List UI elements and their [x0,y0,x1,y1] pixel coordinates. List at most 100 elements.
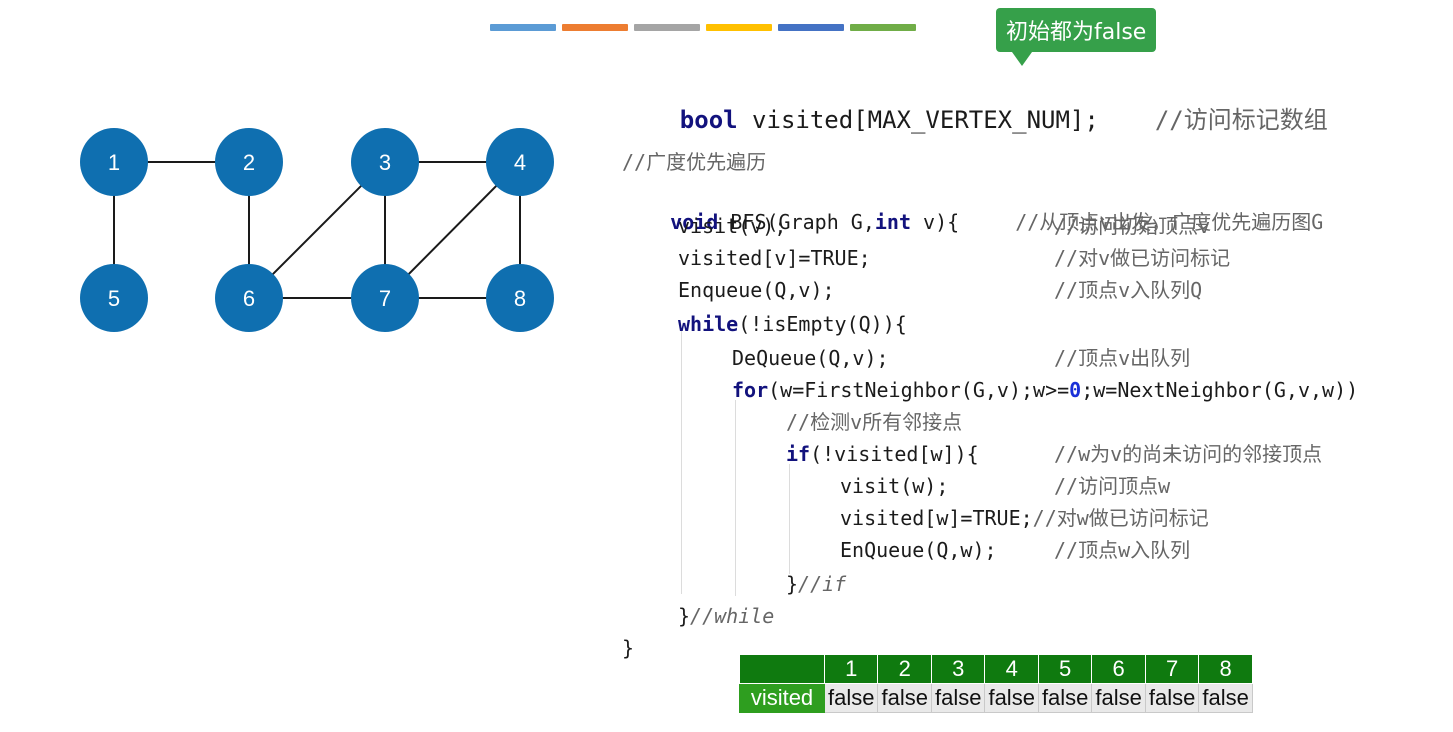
code-comment: //顶点w入队列 [1054,538,1191,562]
color-bar-segment [706,24,772,31]
visited-table-header: 1 2 3 4 5 6 7 8 [739,654,1253,684]
code-number: 0 [1069,378,1082,402]
visited-col-header: 3 [930,654,986,684]
visited-col-header: 4 [984,654,1039,684]
visited-col-header: 5 [1037,654,1093,684]
graph-diagram: 1 2 3 4 5 6 7 8 [80,128,554,332]
code-text: DeQueue(Q,v); [732,346,889,370]
code-line: //检测v所有邻接点 [786,408,962,436]
code-text: (!visited[w]){ [810,442,979,466]
graph-edges [113,161,521,299]
code-text: visited[v]=TRUE; [678,246,871,270]
code-line: visit(v); [678,212,786,240]
code-line: void BFS(Graph G,int v){ //从顶点v出发，广度优先遍历图… [622,180,1323,264]
graph-node-circle [215,264,283,332]
code-text: v){ [911,210,960,234]
color-bar-segment [778,24,844,31]
graph-node-label: 1 [108,150,120,175]
visited-row-label: visited [739,683,825,713]
graph-node-5: 5 [80,264,148,332]
code-text: } [622,636,635,660]
graph-node-label: 3 [379,150,391,175]
visited-col-header: 6 [1091,654,1146,684]
graph-node-label: 2 [243,150,255,175]
code-text: } [678,604,691,628]
visited-cell: false [823,683,879,713]
color-bar [490,24,916,31]
code-line: }//while [678,602,774,630]
code-text: EnQueue(Q,w); [840,538,997,562]
graph-node-circle [80,264,148,332]
code-comment: //从顶点v出发，广度优先遍历图G [1015,210,1324,234]
code-text: visit(v); [678,214,787,238]
code-line: DeQueue(Q,v); [732,344,889,372]
code-line-visited-decl: bool visited[MAX_VERTEX_NUM];//访问标记数组 [622,78,1328,162]
code-comment: //while [690,604,775,628]
code-text: } [786,572,799,596]
visited-cell: false [984,683,1039,713]
code-line: //广度优先遍历 [622,148,766,176]
color-bar-segment [850,24,916,31]
visited-col-header: 7 [1144,654,1200,684]
code-line-comment: //对v做已访问标记 [1054,244,1230,272]
visited-cell: false [930,683,986,713]
visited-cell: false [877,683,932,713]
callout-initial-false: 初始都为false [996,8,1157,66]
visited-col-header: 1 [823,654,879,684]
color-bar-segment [634,24,700,31]
code-line: Enqueue(Q,v); [678,276,835,304]
graph-node-7: 7 [351,264,419,332]
code-text: (w=FirstNeighbor(G,v);w>= [768,378,1070,402]
visited-col-header: 2 [877,654,932,684]
indent-guide [735,400,736,596]
code-keyword: void [670,210,719,234]
graph-node-6: 6 [215,264,283,332]
code-comment: //顶点v入队列Q [1054,278,1203,302]
code-line: } [622,634,634,662]
code-line-comment: //顶点v出队列 [1054,344,1190,372]
graph-node-label: 8 [514,286,526,311]
code-comment: //广度优先遍历 [622,150,767,174]
visited-cell: false [1198,683,1253,713]
code-line: visited[v]=TRUE; [678,244,871,272]
visited-cell: false [1091,683,1146,713]
graph-node-4: 4 [486,128,554,196]
graph-node-circle [80,128,148,196]
code-text: visited[w]=TRUE; [840,506,1033,530]
code-text: BFS(Graph G, [718,210,875,234]
indent-guide [681,330,682,594]
code-line: visited[w]=TRUE;//对w做已访问标记 [840,504,1209,532]
code-comment: //访问顶点w [1054,474,1171,498]
code-line: EnQueue(Q,w); [840,536,997,564]
graph-node-circle [486,128,554,196]
graph-node-label: 6 [243,286,255,311]
code-comment: //访问标记数组 [1154,106,1328,134]
code-text: (!isEmpty(Q)){ [738,312,907,336]
code-comment: //检测v所有邻接点 [786,410,963,434]
code-line: visit(w); [840,472,948,500]
graph-node-label: 7 [379,286,391,311]
visited-table-row: visited false false false false false fa… [739,683,1253,713]
color-bar-segment [490,24,556,31]
code-keyword: if [786,442,811,466]
code-line: while(!isEmpty(Q)){ [678,310,907,338]
code-comment: //对v做已访问标记 [1054,246,1231,270]
code-comment: //w为v的尚未访问的邻接顶点 [1054,442,1323,466]
code-line-comment: //w为v的尚未访问的邻接顶点 [1054,440,1322,468]
code-line-comment: //访问顶点w [1054,472,1170,500]
code-comment: //访问初始顶点v [1054,214,1211,238]
graph-nodes: 1 2 3 4 5 6 7 8 [80,128,554,332]
code-line: if(!visited[w]){ [786,440,979,468]
graph-node-circle [351,128,419,196]
code-keyword: for [732,378,769,402]
graph-node-1: 1 [80,128,148,196]
code-keyword: int [874,210,912,234]
visited-table: 1 2 3 4 5 6 7 8 visited false false fals… [739,654,1253,713]
graph-node-circle [351,264,419,332]
graph-node-circle [486,264,554,332]
code-text: visit(w); [840,474,949,498]
graph-node-label: 5 [108,286,120,311]
visited-col-header: 8 [1198,654,1253,684]
code-line: }//if [786,570,846,598]
code-comment: //对w做已访问标记 [1032,506,1209,530]
